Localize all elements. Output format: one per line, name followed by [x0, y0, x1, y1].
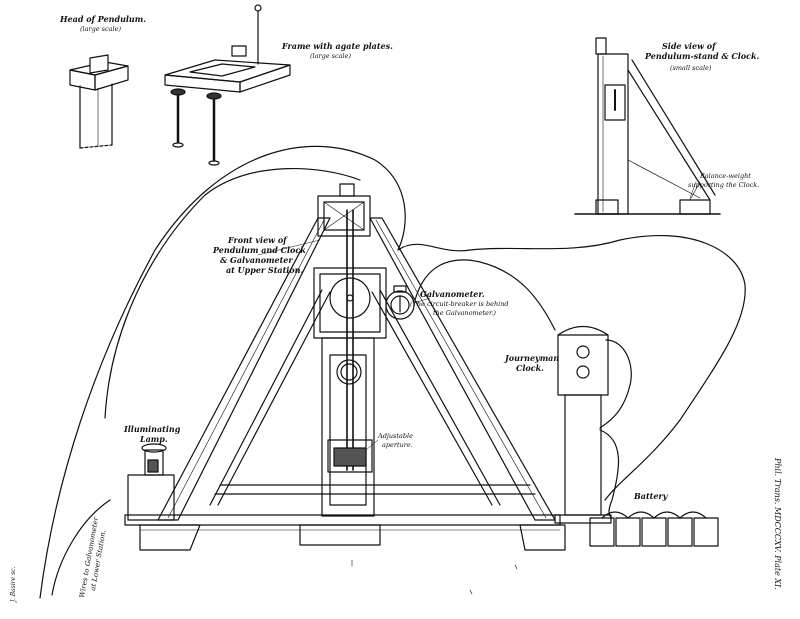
plate-reference: Phil. Trans. MDCCCXV. Plate XI.	[773, 458, 782, 590]
side-view-drawing	[575, 38, 720, 214]
front-view-label-4: at Upper Station.	[226, 265, 304, 275]
galvanometer-note-1: (The circuit-breaker is behind	[410, 300, 509, 308]
journeyman-label-1: Journeyman	[505, 353, 560, 363]
frame-title: Frame with agate plates.	[282, 41, 393, 51]
balance-weight-label-1: Balance-weight	[700, 172, 751, 180]
illuminating-lamp	[128, 444, 174, 520]
lamp-label-2: Lamp.	[140, 434, 168, 444]
front-view-label-3: & Galvanometer	[220, 255, 293, 265]
frame-scale: (large scale)	[310, 52, 351, 60]
battery	[590, 512, 718, 546]
wire-loop-inner	[105, 169, 360, 418]
agate-frame-drawing	[165, 5, 290, 165]
aperture-label-1: Adjustable	[378, 432, 413, 440]
wire-to-battery	[600, 430, 619, 518]
galvanometer-note-2: the Galvanometer.)	[433, 309, 496, 317]
wire-loop-outer	[40, 146, 745, 598]
balance-weight-label-2: supporting the Clock.	[688, 181, 760, 189]
battery-label: Battery	[634, 491, 668, 501]
wire-left-lamp	[52, 500, 110, 595]
side-view-title-2: Pendulum-stand & Clock.	[645, 51, 760, 61]
side-view-scale: (small scale)	[670, 64, 712, 72]
head-of-pendulum-drawing	[70, 55, 128, 148]
front-view-label-2: Pendulum and Clock	[213, 245, 306, 255]
front-view-label-1: Front view of	[228, 235, 287, 245]
journeyman-label-2: Clock.	[516, 363, 544, 373]
pendulum-stand	[125, 184, 565, 550]
side-view-title-1: Side view of	[662, 41, 716, 51]
lamp-label-1: Illuminating	[124, 424, 181, 434]
head-of-pendulum-title: Head of Pendulum.	[60, 14, 146, 24]
wire-to-journeyman	[415, 260, 555, 330]
engraver-credit: J. Basire sc.	[10, 566, 17, 602]
aperture-label-2: aperture.	[382, 441, 413, 449]
head-of-pendulum-scale: (large scale)	[80, 25, 121, 33]
journeyman-clock	[555, 327, 611, 524]
wire-journeyman-right	[600, 340, 631, 428]
galvanometer-label: Galvanometer.	[420, 289, 485, 299]
